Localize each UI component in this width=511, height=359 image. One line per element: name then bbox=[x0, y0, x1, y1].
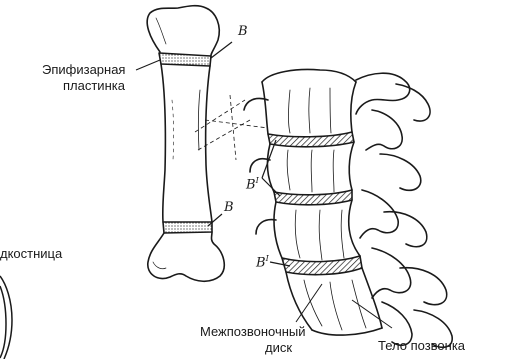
upper-growth-plate bbox=[159, 53, 211, 66]
periosteum-fragment-drawing bbox=[0, 276, 12, 359]
b-prime-upper-letter: B bbox=[246, 177, 256, 192]
b-leaders bbox=[208, 42, 232, 226]
periosteum-label: дкостница bbox=[0, 246, 62, 261]
lower-growth-plate bbox=[163, 222, 212, 233]
b-prime-mark-upper: BI bbox=[246, 176, 259, 192]
long-bone bbox=[147, 6, 224, 282]
disc-1 bbox=[268, 132, 354, 147]
disc-2 bbox=[274, 190, 352, 205]
intervertebral-disc-label-line1: Межпозвоночный bbox=[200, 324, 306, 339]
epiphyseal-plate-label-line1: Эпифизарная bbox=[42, 62, 125, 77]
b-prime-upper-prime: I bbox=[256, 176, 259, 185]
b-mark-bottom: B bbox=[224, 200, 234, 215]
intervertebral-disc-label-line2: диск bbox=[265, 340, 292, 355]
epiphyseal-plate-label-line2: пластинка bbox=[63, 78, 125, 93]
spine bbox=[244, 70, 452, 348]
b-prime-mark-lower: BI bbox=[256, 254, 269, 270]
b-prime-lower-prime: I bbox=[266, 254, 269, 263]
b-prime-lower-letter: B bbox=[256, 255, 266, 270]
b-mark-top: B bbox=[238, 24, 248, 39]
vertebral-body-label: Тело позвонка bbox=[378, 338, 465, 353]
